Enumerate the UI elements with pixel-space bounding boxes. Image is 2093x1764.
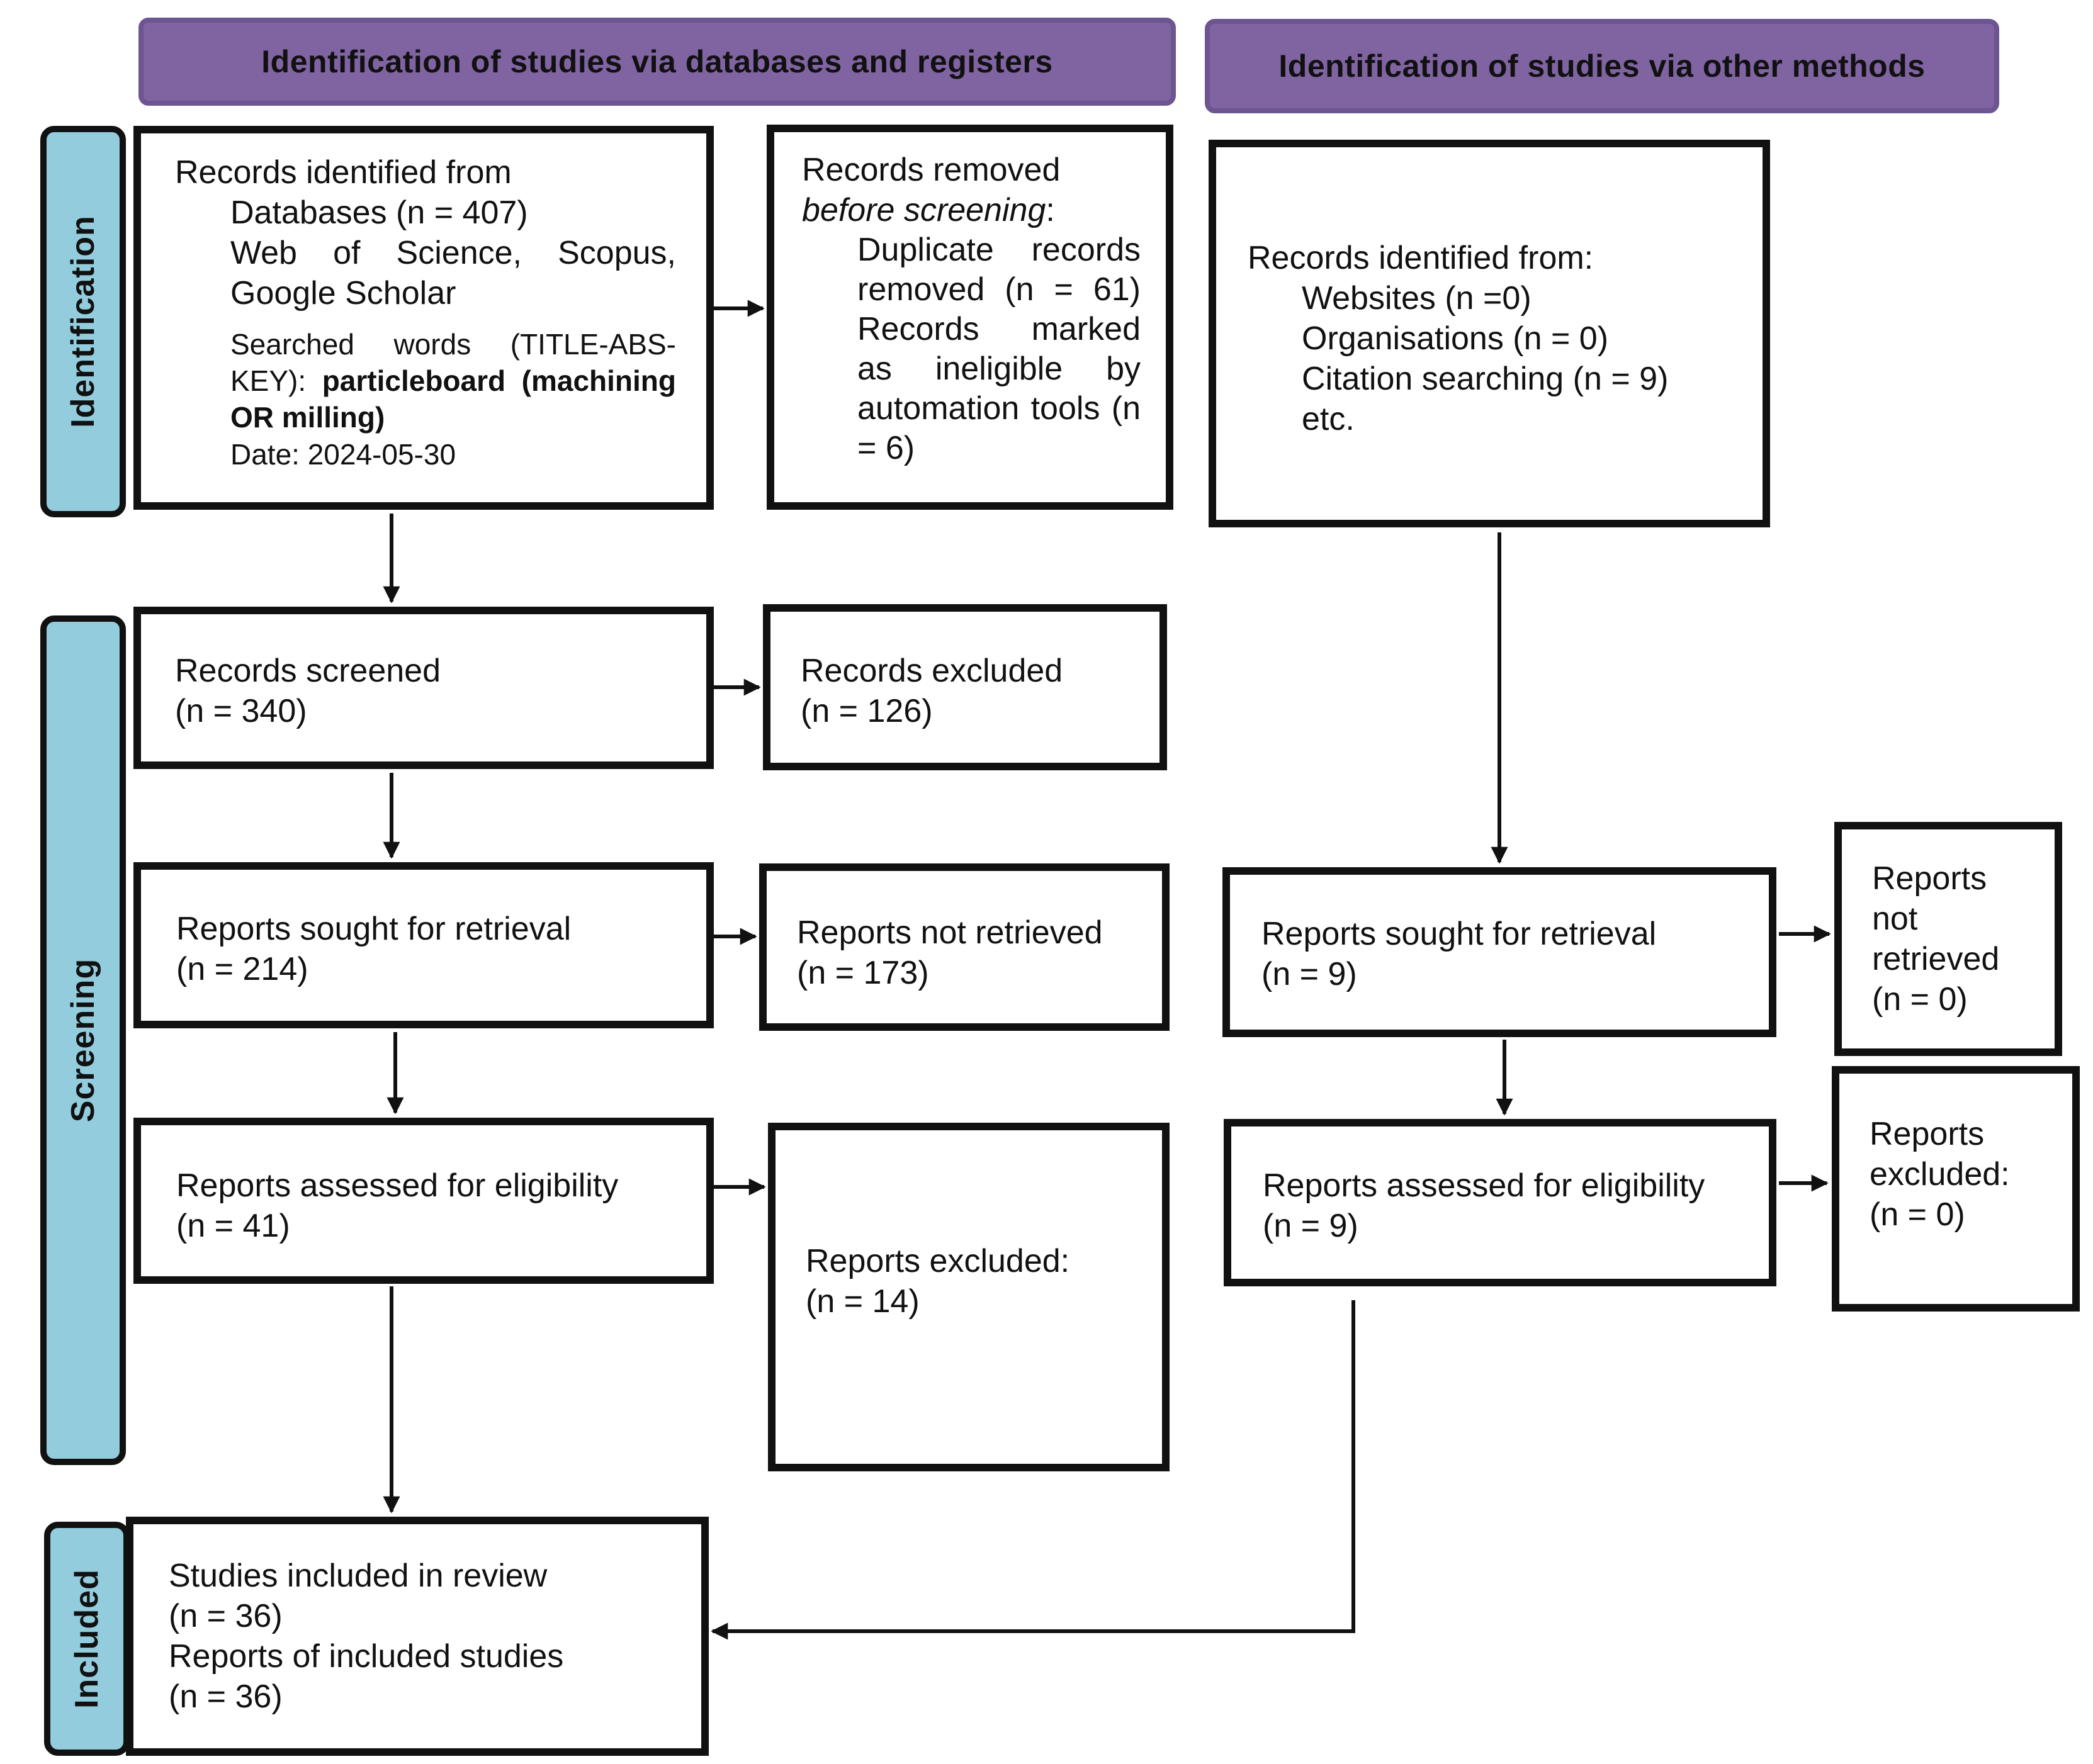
database-sources: Web of Science, Scopus, Google Scholar (230, 235, 676, 312)
other-excluded-line1: Reports (1870, 1116, 1985, 1152)
databases-count: Databases (n = 407) (230, 194, 528, 231)
header-other-text: Identification of studies via other meth… (1278, 48, 1926, 84)
search-date: Date: 2024-05-30 (230, 438, 456, 471)
other-etc: etc. (1302, 401, 1355, 437)
phase-identification: Identification (40, 126, 126, 517)
duplicate-records-removed: Duplicate records removed (n = 61) (857, 232, 1141, 308)
box-other-reports-assessed: Reports assessed for eligibility (n = 9) (1224, 1119, 1776, 1286)
studies-included-label: Studies included in review (169, 1558, 548, 1594)
websites-count: Websites (n =0) (1302, 280, 1532, 317)
reports-assessed-count: (n = 41) (176, 1208, 290, 1244)
reports-excluded-label: Reports excluded: (806, 1243, 1070, 1279)
reports-excluded-count: (n = 14) (806, 1283, 920, 1320)
box-other-reports-excluded: Reports excluded: (n = 0) (1832, 1066, 2080, 1312)
header-databases-text: Identification of studies via databases … (261, 44, 1053, 79)
searched-words-label: Searched words (TITLE-ABS-KEY): (230, 328, 676, 397)
searched-words-terms: particleboard (machining OR milling) (230, 364, 676, 434)
records-removed-title: Records removed (802, 152, 1061, 188)
other-excluded-count: (n = 0) (1870, 1196, 1965, 1233)
records-marked-ineligible: Records marked as ineligible by automati… (857, 311, 1141, 466)
studies-included-count: (n = 36) (169, 1598, 283, 1634)
reports-not-retrieved-label: Reports not retrieved (797, 914, 1103, 951)
other-identified-title: Records identified from: (1248, 240, 1594, 276)
records-excluded-label: Records excluded (801, 653, 1063, 689)
reports-sought-label: Reports sought for retrieval (176, 911, 572, 947)
box-records-removed: Records removed before screening: Duplic… (767, 125, 1173, 510)
box-reports-assessed-eligibility: Reports assessed for eligibility (n = 41… (133, 1118, 714, 1284)
box-records-screened: Records screened (n = 340) (133, 607, 714, 769)
records-removed-subtitle: before screening: (802, 192, 1055, 228)
other-excluded-line2: excluded: (1870, 1156, 2010, 1193)
records-excluded-count: (n = 126) (801, 693, 933, 729)
other-not-retrieved-line2: not (1872, 901, 1918, 937)
other-reports-assessed-label: Reports assessed for eligibility (1263, 1167, 1705, 1204)
box-other-reports-not-retrieved: Reports not retrieved (n = 0) (1834, 822, 2062, 1056)
other-reports-sought-label: Reports sought for retrieval (1261, 916, 1657, 952)
reports-included-label: Reports of included studies (169, 1638, 564, 1675)
box-studies-included: Studies included in review (n = 36) Repo… (126, 1517, 709, 1756)
phase-screening: Screening (40, 615, 126, 1465)
other-not-retrieved-count: (n = 0) (1872, 981, 1968, 1018)
box-records-identified-other: Records identified from: Websites (n =0)… (1209, 140, 1770, 527)
reports-not-retrieved-count: (n = 173) (797, 955, 929, 991)
box-records-identified-databases: Records identified from Databases (n = 4… (133, 126, 714, 510)
citation-searching-count: Citation searching (n = 9) (1302, 361, 1669, 397)
other-reports-assessed-count: (n = 9) (1263, 1208, 1358, 1244)
records-screened-label: Records screened (175, 653, 441, 689)
arrow-other-assessed-to-included (711, 1300, 1355, 1640)
box-reports-excluded: Reports excluded: (n = 14) (768, 1123, 1170, 1471)
box-reports-not-retrieved: Reports not retrieved (n = 173) (759, 863, 1170, 1031)
box-records-excluded: Records excluded (n = 126) (763, 604, 1167, 770)
reports-assessed-label: Reports assessed for eligibility (176, 1167, 619, 1204)
box-other-reports-sought: Reports sought for retrieval (n = 9) (1222, 867, 1776, 1037)
other-not-retrieved-line1: Reports (1872, 860, 1987, 897)
header-databases-registers: Identification of studies via databases … (138, 18, 1176, 106)
records-identified-title: Records identified from (175, 154, 512, 191)
header-other-methods: Identification of studies via other meth… (1205, 19, 1999, 113)
reports-sought-count: (n = 214) (176, 951, 308, 987)
other-reports-sought-count: (n = 9) (1261, 956, 1357, 992)
reports-included-count: (n = 36) (169, 1678, 283, 1715)
other-not-retrieved-line3: retrieved (1872, 941, 2000, 977)
box-reports-sought-retrieval: Reports sought for retrieval (n = 214) (133, 862, 714, 1028)
records-screened-count: (n = 340) (175, 693, 307, 729)
organisations-count: Organisations (n = 0) (1302, 320, 1609, 357)
